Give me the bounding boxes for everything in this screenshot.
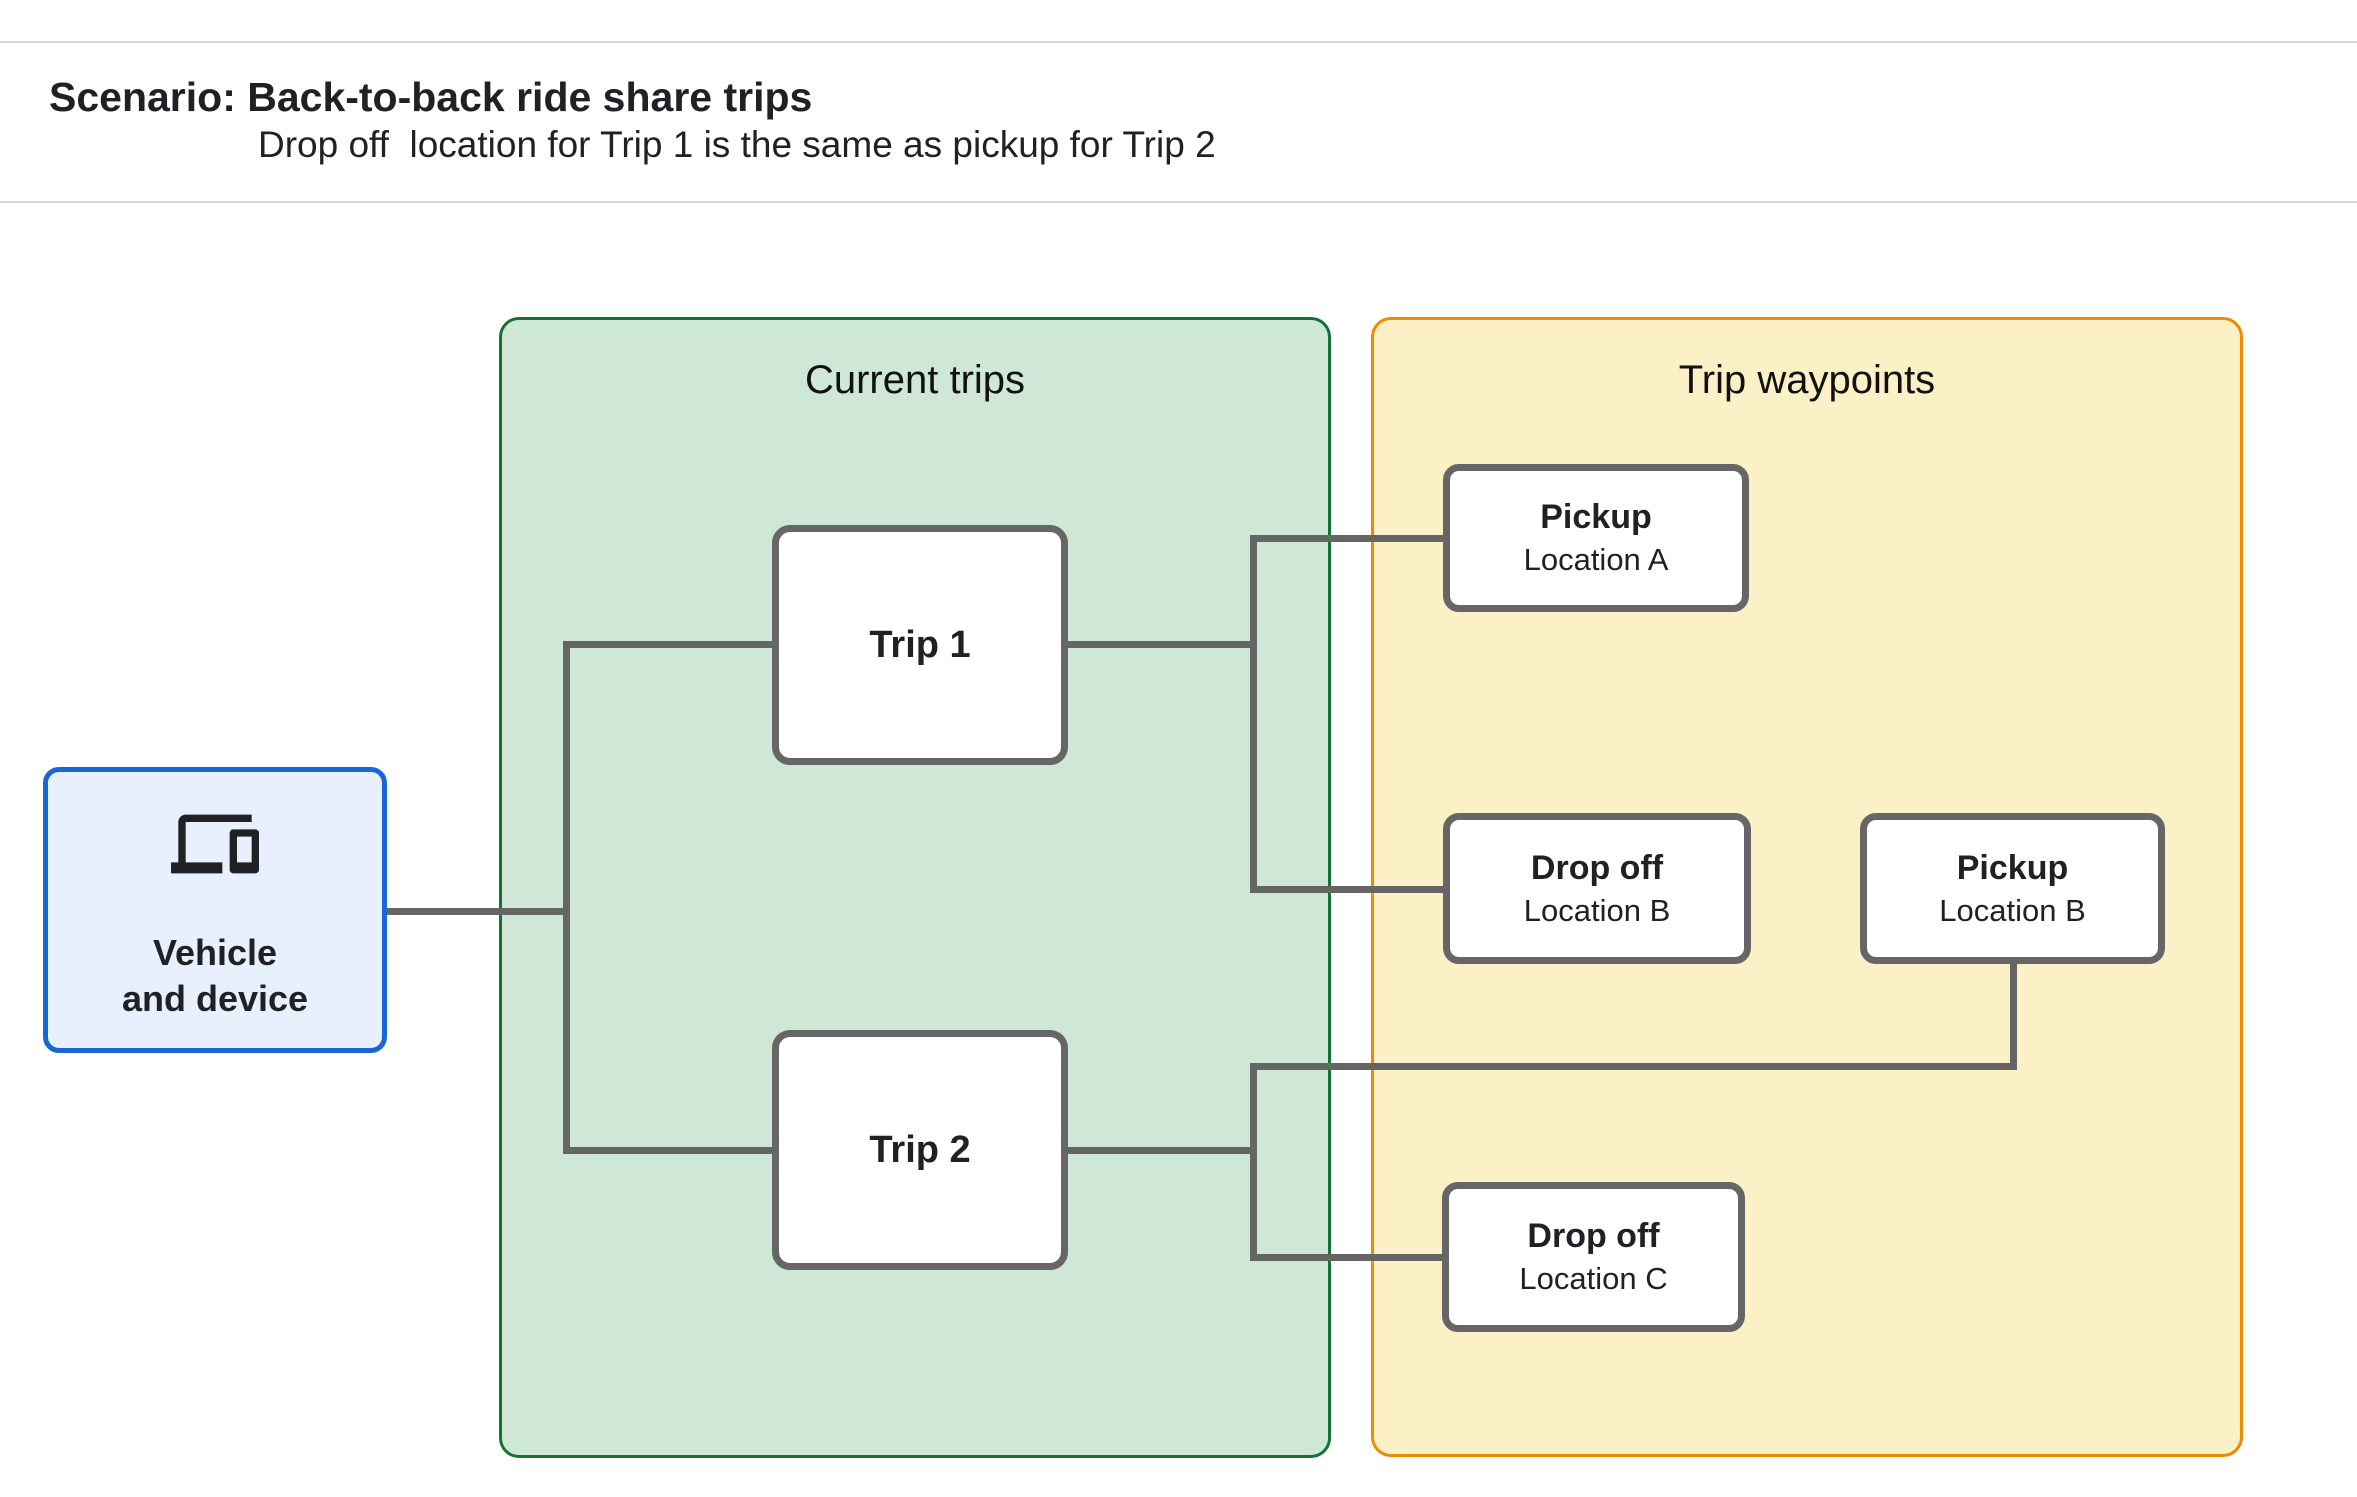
dropoff-c-subtitle: Location C — [1519, 1261, 1668, 1296]
vehicle-and-device-node: Vehicle and device — [43, 767, 387, 1053]
dropoff-b-subtitle: Location B — [1523, 892, 1671, 928]
dropoff-c-title: Drop off — [1527, 1217, 1660, 1255]
trip-waypoints-panel-title: Trip waypoints — [1678, 358, 1936, 402]
pickup-a-title: Pickup — [1540, 498, 1652, 536]
connector-left-junction-v — [563, 641, 570, 1154]
connector-vehicle-h — [387, 908, 570, 915]
current-trips-panel-title: Current trips — [804, 358, 1026, 402]
header-divider — [0, 201, 2357, 203]
connector-trip1-junction-v — [1250, 535, 1257, 893]
top-divider — [0, 41, 2357, 43]
trip-2-label: Trip 2 — [869, 1128, 971, 1171]
connector-dropoff-b-in — [1250, 886, 1445, 893]
page-title: Scenario: Back-to-back ride share trips — [49, 74, 813, 120]
pickup-a-subtitle: Location A — [1523, 542, 1669, 577]
connector-trip2-junction-v — [1250, 1063, 1257, 1261]
trip-2-node: Trip 2 — [772, 1030, 1068, 1270]
vehicle-label-line2: and device — [121, 978, 309, 1019]
connector-dropoff-c-in — [1250, 1254, 1444, 1261]
connector-trip2-out — [1068, 1147, 1257, 1154]
connector-trip2-in — [563, 1147, 772, 1154]
trip-1-label: Trip 1 — [869, 623, 971, 666]
pickup-location-b-node: Pickup Location B — [1860, 813, 2165, 964]
connector-pickup-b-v — [2010, 962, 2017, 1070]
connector-trip1-out — [1068, 641, 1257, 648]
pickup-b-title: Pickup — [1956, 848, 2069, 887]
pickup-location-a-node: Pickup Location A — [1443, 464, 1749, 612]
connector-trip1-in — [563, 641, 772, 648]
current-trips-panel: Current trips — [499, 317, 1331, 1458]
devices-icon — [171, 814, 259, 874]
dropoff-b-title: Drop off — [1530, 848, 1664, 887]
vehicle-label: Vehicle and device — [48, 930, 382, 1022]
dropoff-location-c-node: Drop off Location C — [1442, 1182, 1745, 1332]
page-subtitle: Drop off location for Trip 1 is the same… — [258, 124, 1216, 165]
trip-1-node: Trip 1 — [772, 525, 1068, 765]
vehicle-label-line1: Vehicle — [152, 932, 278, 973]
connector-pickup-b-h — [1250, 1063, 2017, 1070]
dropoff-location-b-node: Drop off Location B — [1443, 813, 1751, 964]
pickup-b-subtitle: Location B — [1939, 892, 2086, 928]
connector-pickup-a-in — [1250, 535, 1445, 542]
